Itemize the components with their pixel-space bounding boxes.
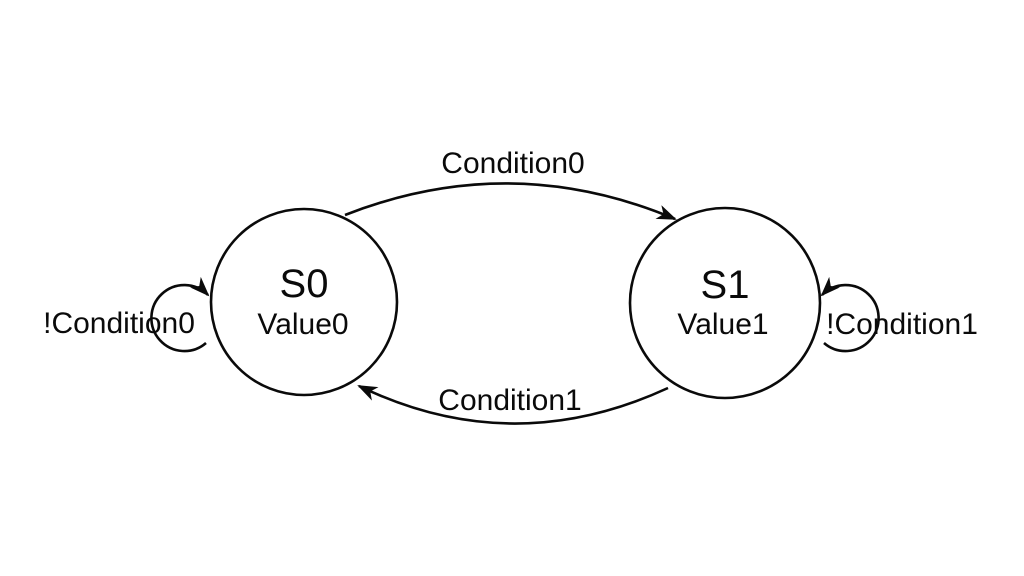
self-loop-label-not-condition0: !Condition0: [43, 307, 195, 340]
state-s1-circle: [628, 206, 822, 400]
self-loop-label-not-condition1: !Condition1: [826, 308, 978, 341]
transition-arc-s1-to-s0: [357, 384, 669, 425]
state-s0-circle: [209, 207, 399, 397]
transition-label-condition1: Condition1: [438, 384, 581, 417]
state-s0-value: Value0: [257, 308, 348, 341]
self-loop-arc-s1: [820, 276, 880, 353]
transition-arc-s0-to-s1: [344, 182, 677, 221]
self-loop-arc-s0: [150, 276, 210, 353]
state-s0-name: S0: [280, 262, 329, 306]
state-s1-name: S1: [701, 263, 750, 307]
state-s1-value: Value1: [677, 308, 768, 341]
transition-label-condition0: Condition0: [441, 147, 584, 180]
